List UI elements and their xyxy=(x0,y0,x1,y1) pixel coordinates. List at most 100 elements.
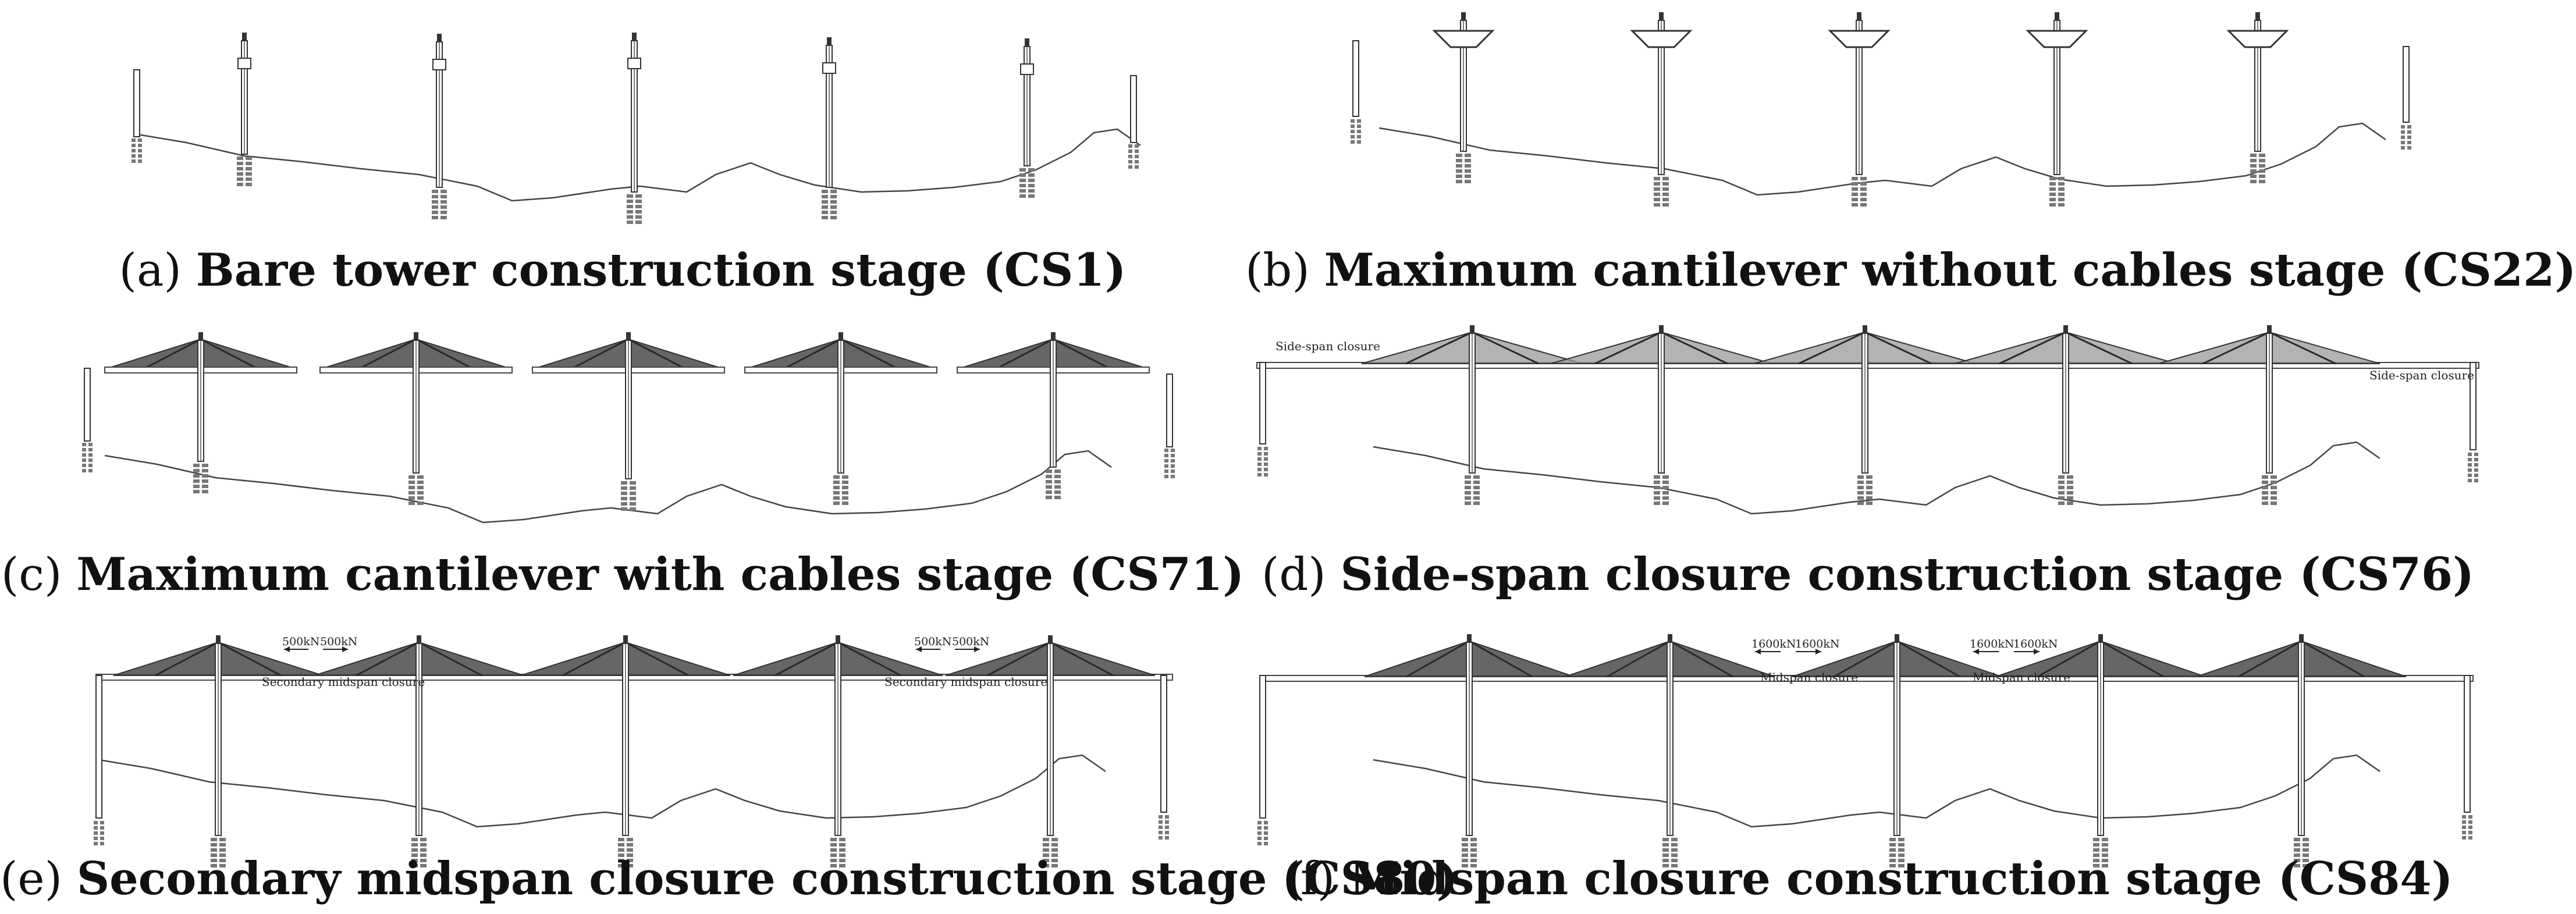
bridge-diagram-d xyxy=(1256,325,2479,515)
bridge-tower xyxy=(1893,634,1900,836)
secondary-midspan-closure-label-right: Secondary midspan closure xyxy=(884,675,1048,689)
pile-foundation xyxy=(1128,144,1139,169)
bridge-tower xyxy=(2026,12,2088,175)
bridge-tower xyxy=(197,332,204,462)
ground-profile xyxy=(133,128,1141,202)
pile-foundation xyxy=(132,138,142,163)
pile-foundation xyxy=(411,838,427,867)
pile-foundation xyxy=(2049,177,2065,207)
panel-e: 500kN 500kN 500kN 500kN Secondary midspa… xyxy=(0,609,1458,913)
force-label-1: 500kN xyxy=(282,635,320,648)
pile-foundation xyxy=(1462,838,1477,867)
pile-foundation xyxy=(237,157,252,186)
pile-foundation xyxy=(1889,838,1905,867)
ground-profile xyxy=(1373,754,2380,828)
pile-foundation xyxy=(211,838,226,867)
pile-foundation xyxy=(432,190,447,219)
caption-c: (c) Maximum cantilever with cables stage… xyxy=(1,548,1245,602)
pile-foundation xyxy=(1043,838,1058,867)
pile-foundation xyxy=(1465,475,1480,505)
side-pier xyxy=(1259,362,1266,444)
ground-profile xyxy=(98,754,1106,828)
bridge-tower xyxy=(237,33,251,155)
pile-foundation xyxy=(1857,475,1873,505)
pile-foundation xyxy=(830,838,845,867)
caption-f: (f) Midspan closure construction stage (… xyxy=(1282,852,2453,906)
pile-foundation xyxy=(1852,177,1867,207)
panel-b: (b) Maximum cantilever without cables st… xyxy=(1245,0,2576,304)
pile-foundation xyxy=(1351,119,1361,144)
bridge-tower xyxy=(1630,12,1693,175)
caption-a: (a) Bare tower construction stage (CS1) xyxy=(119,244,1127,297)
side-pier xyxy=(2403,46,2410,123)
bridge-tower xyxy=(1469,325,1476,474)
pile-foundation xyxy=(82,443,93,472)
pile-foundation xyxy=(1159,815,1169,840)
bridge-tower xyxy=(1861,325,1868,474)
pile-foundation xyxy=(2468,453,2478,482)
force-arrow xyxy=(1755,649,1781,655)
pile-foundation xyxy=(408,475,424,505)
bridge-tower xyxy=(415,635,422,836)
pile-foundation xyxy=(2262,475,2277,505)
side-pier xyxy=(84,368,91,442)
bridge-tower xyxy=(627,33,641,193)
bridge-tower xyxy=(2097,634,2104,836)
side-span-closure-label-left: Side-span closure xyxy=(1275,339,1380,353)
force-label-4: 500kN xyxy=(952,635,990,648)
pile-foundation xyxy=(1456,154,1471,183)
caption-b: (b) Maximum cantilever without cables st… xyxy=(1245,244,2576,297)
bridge-tower xyxy=(2226,12,2289,152)
side-pier xyxy=(1160,675,1167,813)
force-arrow xyxy=(2014,649,2040,655)
bridge-tower xyxy=(413,332,420,474)
bridge-tower xyxy=(432,34,446,188)
bridge-tower xyxy=(1667,634,1673,836)
side-pier xyxy=(1166,374,1173,447)
bridge-tower xyxy=(622,635,629,836)
bridge-tower xyxy=(822,37,836,188)
force-label-6: 1600kN xyxy=(1795,638,1840,650)
force-label-8: 1600kN xyxy=(2013,638,2058,650)
pile-foundation xyxy=(1257,447,1268,476)
bridge-tower xyxy=(1432,12,1495,152)
bridge-diagram-b xyxy=(1351,12,2411,207)
ground-profile xyxy=(1378,122,2386,196)
secondary-midspan-closure-label-left: Secondary midspan closure xyxy=(262,675,425,689)
pile-foundation xyxy=(1257,821,1268,845)
side-pier xyxy=(2464,675,2471,813)
panel-c: (c) Maximum cantilever with cables stage… xyxy=(0,304,1245,609)
pile-foundation xyxy=(2250,154,2265,183)
bridge-tower xyxy=(625,332,632,479)
side-span-closure-label-right: Side-span closure xyxy=(2369,368,2474,382)
bridge-tower xyxy=(215,635,222,836)
pile-foundation xyxy=(1662,838,1678,867)
force-arrow xyxy=(955,646,980,652)
force-label-2: 500kN xyxy=(320,635,358,648)
force-arrow xyxy=(284,646,308,652)
bridge-tower xyxy=(1047,635,1054,836)
panel-a: (a) Bare tower construction stage (CS1) xyxy=(0,0,1245,304)
caption-d: (d) Side-span closure construction stage… xyxy=(1261,548,2475,602)
pile-foundation xyxy=(2401,125,2411,150)
force-arrow xyxy=(916,646,940,652)
midspan-closure-label-right: Midspan closure xyxy=(1973,670,2071,684)
bridge-tower xyxy=(2298,634,2305,836)
bridge-tower xyxy=(1466,634,1473,836)
side-pier xyxy=(95,675,102,819)
pile-foundation xyxy=(1654,475,1669,505)
bridge-tower xyxy=(1658,325,1665,474)
midspan-closure-label-left: Midspan closure xyxy=(1760,670,1859,684)
bridge-tower xyxy=(1050,332,1057,468)
pile-foundation xyxy=(2294,838,2309,867)
caption-e: (e) Secondary midspan closure constructi… xyxy=(0,852,1458,906)
ground-profile xyxy=(1373,441,2380,515)
bridge-tower xyxy=(2266,325,2273,474)
pile-foundation xyxy=(618,838,633,867)
side-pier xyxy=(2470,362,2476,450)
force-label-5: 1600kN xyxy=(1751,638,1796,650)
bridge-tower xyxy=(837,332,844,474)
bridge-diagram-a xyxy=(132,33,1141,224)
force-arrow xyxy=(323,646,348,652)
pile-foundation xyxy=(621,481,636,511)
